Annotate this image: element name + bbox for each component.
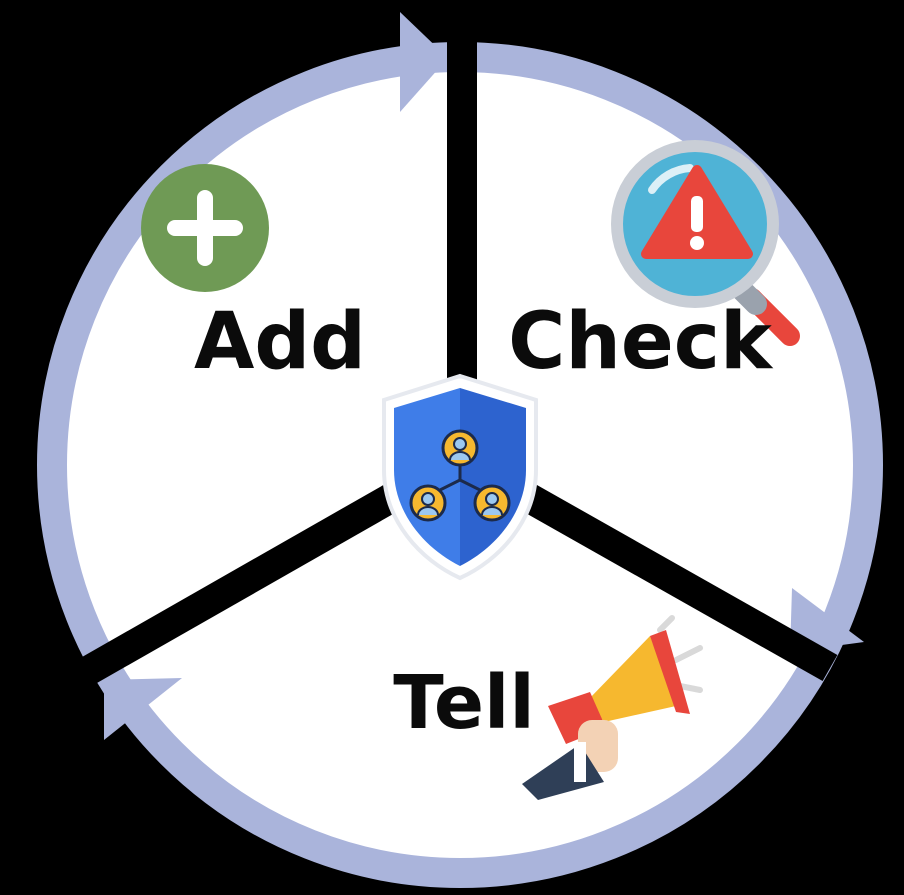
divider-top [447, 10, 477, 406]
segment-label-tell: Tell [393, 660, 535, 746]
shield-network-icon [382, 373, 538, 581]
segment-label-check: Check [508, 297, 774, 387]
segment-label-add: Add [194, 297, 366, 387]
divider-left [78, 456, 448, 686]
ring-arrow-left [104, 678, 182, 740]
ring-arrow-right [790, 588, 864, 652]
magnifier-warning-icon [611, 140, 800, 346]
segment-dividers [78, 10, 838, 686]
plus-circle-icon [141, 164, 269, 292]
megaphone-icon [522, 615, 703, 800]
divider-right [472, 456, 838, 682]
ring-arrow-top [400, 12, 448, 112]
